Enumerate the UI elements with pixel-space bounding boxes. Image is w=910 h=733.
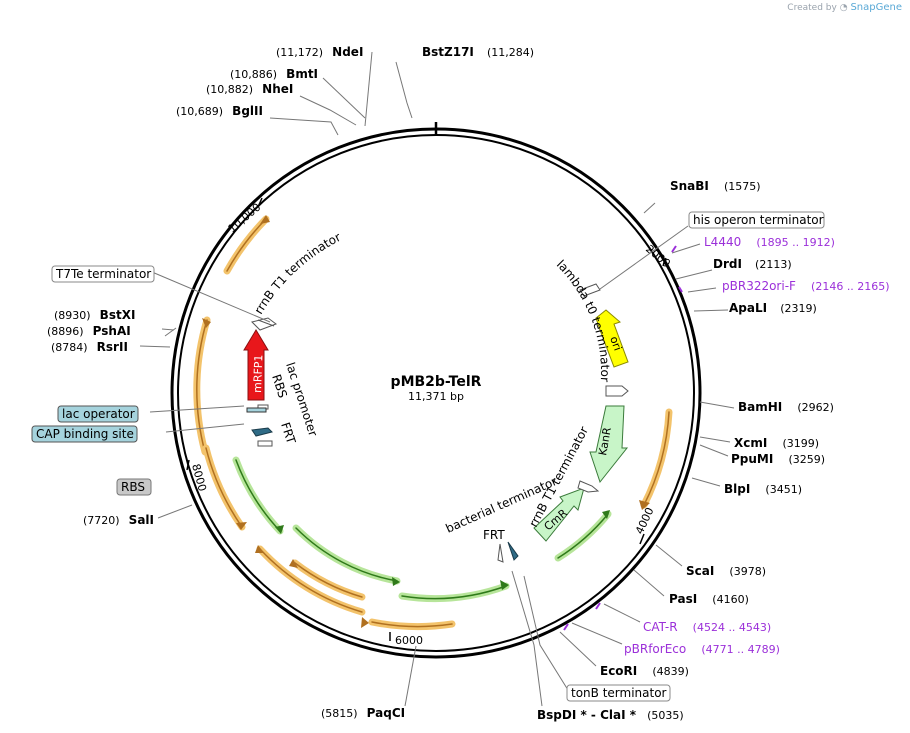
site-BstXI: (8930) BstXI [54, 304, 135, 323]
site-SalI: (7720) SalI [83, 509, 154, 528]
RBS-box-label: RBS [121, 480, 145, 494]
box-RBS: RBS [116, 478, 152, 496]
feature-ori: ori [595, 309, 629, 368]
primer-L4440: L4440 (1895 .. 1912) [704, 231, 835, 250]
site-PasI: PasI (4160) [669, 588, 749, 607]
site-PshAI: (8896) PshAI [47, 320, 131, 339]
site-ScaI: ScaI (3978) [686, 560, 766, 579]
site-XcmI: XcmI (3199) [734, 432, 819, 451]
mRFP1-arrow [243, 329, 269, 401]
ori-label: ori [607, 335, 624, 353]
site-NdeI: (11,172) NdeI [276, 41, 363, 60]
ori-arrow [595, 309, 629, 368]
plasmid-name: pMB2b-TelR [391, 374, 482, 390]
site-BlpI: BlpI (3451) [724, 478, 802, 497]
primer-CAT-R: CAT-R (4524 .. 4543) [643, 616, 771, 635]
feature-KanR: KanR [589, 405, 629, 484]
site-NheI: (10,882) NheI [206, 78, 293, 97]
KanR-label: KanR [596, 426, 614, 457]
snapgene-logo-icon: ◔ [839, 3, 848, 13]
plasmid-length: 11,371 bp [408, 390, 464, 403]
frt-bottom-label: FRT [483, 528, 505, 542]
his-operon-terminator-label: his operon terminator [693, 213, 824, 227]
orf-arrowheads-orange [202, 215, 650, 628]
site-BglII: (10,689) BglII [176, 100, 263, 119]
T7Te-terminator-label: T7Te terminator [55, 267, 151, 281]
credit-brand: SnapGene [850, 2, 902, 13]
tick-label-6000: 6000 [395, 634, 423, 647]
KanR-arrow [589, 405, 629, 484]
primer-marks [563, 245, 683, 631]
box-his-operon-terminator: his operon terminator [688, 211, 825, 229]
credit-prefix: Created by [787, 3, 837, 13]
primer-pBR322ori-F: pBR322ori-F (2146 .. 2165) [722, 275, 890, 294]
site-ApaLI: ApaLI (2319) [729, 297, 817, 316]
box-CAP-binding-site: CAP binding site [31, 425, 138, 443]
leader-lines [139, 51, 735, 707]
site-DrdI: DrdI (2113) [713, 253, 792, 272]
site-BamHI: BamHI (2962) [738, 396, 834, 415]
primer-pBRforEco: pBRforEco (4771 .. 4789) [624, 638, 780, 657]
snapgene-credit: Created by ◔ SnapGene [787, 2, 902, 13]
lac-operator-mark [246, 407, 267, 413]
site-RsrII: (8784) RsrII [51, 336, 128, 355]
tonB-terminator-label: tonB terminator [571, 686, 667, 700]
site-SnaBI: SnaBI (1575) [670, 175, 761, 194]
lac-operator-label: lac operator [62, 407, 135, 421]
CAP-binding-site-label: CAP binding site [36, 427, 134, 441]
scale-ticks [186, 197, 667, 641]
site-PaqCI: (5815) PaqCI [321, 702, 405, 721]
site-PpuMI: PpuMI (3259) [731, 448, 825, 467]
cap-site-mark [251, 427, 273, 437]
rrnB-T1-terminator-label: rrnB T1 terminator [252, 230, 344, 317]
site-EcoRI: EcoRI (4839) [600, 660, 689, 679]
site-BstZ17I: BstZ17I (11,284) [422, 41, 534, 60]
orf-arrowheads-green [275, 510, 610, 590]
box-lac-operator: lac operator [57, 405, 139, 423]
feature-mRFP1: mRFP1 [243, 329, 269, 401]
site-BmtI: (10,886) BmtI [230, 63, 318, 82]
rbs-inner-label: RBS [269, 373, 290, 400]
frt-mark-bottom [507, 541, 519, 561]
orf-arcs-orange [193, 215, 673, 631]
frt-inner-label: FRT [278, 421, 298, 447]
site-BspDI-ClaI: BspDI * - ClaI * (5035) [537, 704, 684, 723]
box-T7Te-terminator: T7Te terminator [51, 265, 155, 283]
CmR-arrow [533, 487, 585, 542]
box-tonB-terminator: tonB terminator [566, 684, 671, 702]
mRFP1-label: mRFP1 [251, 354, 265, 393]
